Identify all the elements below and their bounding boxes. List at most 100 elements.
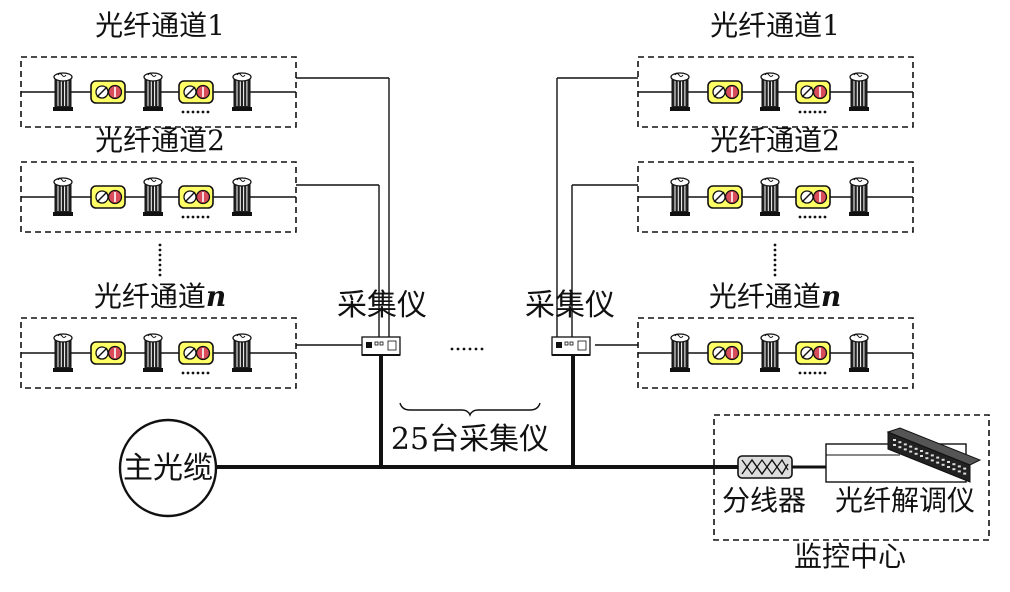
collectors-ellipsis — [456, 347, 460, 351]
fbg-sensor-icon — [178, 80, 214, 104]
fiber-post-icon — [849, 177, 869, 216]
fbg-sensor-icon — [707, 80, 743, 104]
left-chn-ellipsis — [181, 371, 185, 375]
right-chn-ellipsis — [808, 371, 812, 375]
left-chn-ellipsis — [196, 371, 200, 375]
right-ch1-ellipsis — [818, 110, 822, 114]
fiber-post-icon — [143, 333, 163, 372]
fbg-sensor-icon — [795, 185, 831, 209]
right-ch2-ellipsis — [798, 215, 802, 219]
fbg-sensor-icon — [795, 341, 831, 365]
right-ch2-ellipsis — [808, 215, 812, 219]
fbg-sensor-icon — [795, 80, 831, 104]
left-ch2-ellipsis — [196, 215, 200, 219]
left-chn-ellipsis — [186, 371, 190, 375]
right-ch1-ellipsis — [813, 110, 817, 114]
right-channel-vellipsis — [773, 253, 777, 257]
left-ch1-ellipsis — [186, 110, 190, 114]
right-ch1-ellipsis — [798, 110, 802, 114]
fbg-sensor-icon — [707, 341, 743, 365]
left-ch2-ellipsis — [206, 215, 210, 219]
collectors-ellipsis — [450, 347, 454, 351]
fiber-post-icon — [670, 333, 690, 372]
right-ch1-ellipsis — [803, 110, 807, 114]
right-channel-vellipsis — [773, 263, 777, 267]
left-channel-vellipsis — [158, 263, 162, 267]
monitoring-center-label: 监控中心 — [793, 540, 907, 573]
right-channel-2-title: 光纤通道2 — [710, 124, 840, 157]
right-chn-ellipsis — [818, 371, 822, 375]
collector-count-label: 25台采集仪 — [390, 422, 550, 457]
left-channel-n-title: 光纤通道n — [93, 280, 227, 313]
fiber-post-icon — [760, 177, 780, 216]
left-channel-vellipsis — [158, 273, 162, 277]
right-ch2-ellipsis — [803, 215, 807, 219]
left-ch2-ellipsis — [181, 215, 185, 219]
left-ch2-ellipsis — [186, 215, 190, 219]
fbg-sensor-icon — [90, 185, 126, 209]
left-channel-1-title: 光纤通道1 — [95, 9, 225, 42]
left-chn-ellipsis — [201, 371, 205, 375]
right-chn-ellipsis — [813, 371, 817, 375]
left-ch1-ellipsis — [201, 110, 205, 114]
fiber-post-icon — [760, 72, 780, 111]
main-cable-circle — [118, 418, 218, 518]
fiber-post-icon — [849, 72, 869, 111]
right-channel-vellipsis — [773, 258, 777, 262]
fiber-post-icon — [143, 177, 163, 216]
right-ch2-ellipsis — [813, 215, 817, 219]
collectors-ellipsis — [474, 347, 478, 351]
fiber-post-icon — [232, 177, 252, 216]
right-collector-device — [551, 336, 591, 356]
left-ch1-ellipsis — [191, 110, 195, 114]
right-ch2-ellipsis — [818, 215, 822, 219]
left-chn-ellipsis — [206, 371, 210, 375]
collectors-ellipsis — [468, 347, 472, 351]
right-channel-n-title: 光纤通道n — [708, 280, 842, 313]
left-channel-vellipsis — [158, 258, 162, 262]
right-chn-ellipsis — [798, 371, 802, 375]
fbg-sensor-icon — [178, 341, 214, 365]
right-ch1-ellipsis — [823, 110, 827, 114]
collectors-ellipsis — [480, 347, 484, 351]
fbg-sensor-icon — [707, 185, 743, 209]
fiber-post-icon — [849, 333, 869, 372]
left-ch2-ellipsis — [201, 215, 205, 219]
fbg-sensor-icon — [90, 341, 126, 365]
left-channel-vellipsis — [158, 243, 162, 247]
fiber-post-icon — [53, 177, 73, 216]
fiber-post-icon — [670, 177, 690, 216]
left-ch2-ellipsis — [191, 215, 195, 219]
right-channel-vellipsis — [773, 273, 777, 277]
left-chn-ellipsis — [191, 371, 195, 375]
left-ch1-ellipsis — [196, 110, 200, 114]
left-collector-label: 采集仪 — [337, 288, 427, 323]
splitter-icon — [737, 455, 793, 479]
right-channel-vellipsis — [773, 268, 777, 272]
left-ch1-ellipsis — [206, 110, 210, 114]
right-chn-ellipsis — [803, 371, 807, 375]
left-collector-device — [361, 336, 401, 356]
fiber-post-icon — [760, 333, 780, 372]
fbg-sensor-icon — [90, 80, 126, 104]
fiber-post-icon — [53, 333, 73, 372]
left-channel-2-title: 光纤通道2 — [95, 124, 225, 157]
right-ch1-ellipsis — [808, 110, 812, 114]
right-channel-vellipsis — [773, 243, 777, 247]
fbg-sensor-icon — [178, 185, 214, 209]
collectors-ellipsis — [462, 347, 466, 351]
right-ch2-ellipsis — [823, 215, 827, 219]
fiber-post-icon — [143, 72, 163, 111]
fiber-post-icon — [670, 72, 690, 111]
fiber-post-icon — [232, 72, 252, 111]
right-channel-1-title: 光纤通道1 — [710, 9, 840, 42]
left-channel-vellipsis — [158, 248, 162, 252]
collectors-brace — [399, 402, 541, 417]
right-chn-ellipsis — [823, 371, 827, 375]
demodulator-icon — [825, 427, 982, 483]
splitter-label: 分线器 — [721, 484, 807, 517]
fiber-post-icon — [232, 333, 252, 372]
left-channel-vellipsis — [158, 253, 162, 257]
